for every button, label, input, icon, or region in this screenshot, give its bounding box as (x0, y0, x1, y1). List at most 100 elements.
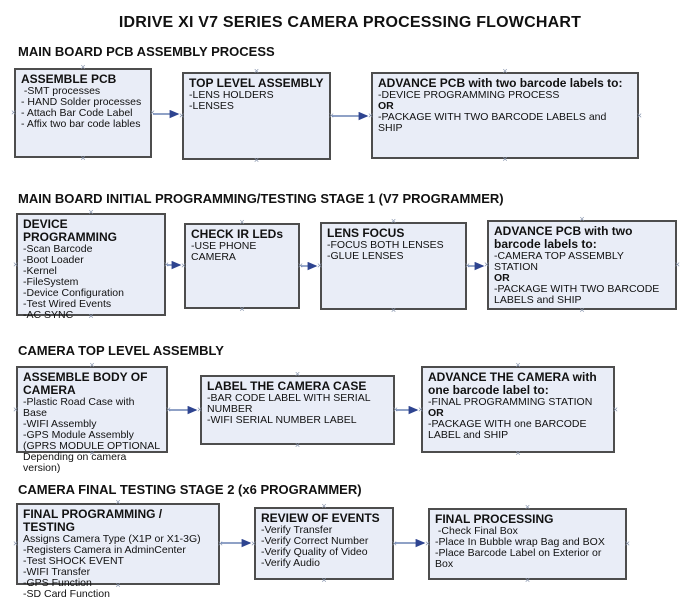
box-items: -BAR CODE LABEL WITH SERIAL NUMBER-WIFI … (207, 393, 388, 426)
flow-box-advance-pcb-1[interactable]: ADVANCE PCB with two barcode labels to: … (368, 67, 642, 164)
box-item-line: -Plastic Road Case with Base (23, 396, 138, 419)
box-item-line: -Verify Quality of Video (261, 546, 368, 558)
flow-box-advance-pcb-2[interactable]: ADVANCE PCB with two barcode labels to: … (484, 215, 680, 315)
section-heading-pcb-assembly: MAIN BOARD PCB ASSEMBLY PROCESS (18, 44, 275, 59)
connector-handle-icon: × (179, 110, 185, 121)
box-item-line: -WIFI SERIAL NUMBER LABEL (207, 414, 357, 426)
box-item-line: -Scan Barcode (23, 243, 93, 255)
connector-handle-icon: × (89, 360, 95, 370)
box-item-line: -Kernel (23, 265, 57, 277)
connector-handle-icon: × (392, 404, 398, 415)
box-title: CHECK IR LEDs (191, 227, 284, 241)
connector-handle-icon: × (88, 207, 94, 217)
connector-handle-icon: × (13, 404, 19, 414)
box-item-line: -WIFI Transfer (23, 566, 91, 578)
connector-handle-icon: × (624, 538, 630, 549)
box-item-line: -GLUE LENSES (327, 250, 404, 262)
flow-box-lens-focus[interactable]: LENS FOCUS -FOCUS BOTH LENSES-GLUE LENSE… (317, 217, 470, 315)
box-items: -FOCUS BOTH LENSES-GLUE LENSES (327, 240, 460, 262)
connector-handle-icon: × (390, 216, 397, 226)
box-item-line: -CAMERA TOP ASSEMBLY STATION (494, 250, 627, 273)
flow-box-label-camera-case[interactable]: LABEL THE CAMERA CASE -BAR CODE LABEL WI… (197, 370, 398, 450)
box-items: -SMT processes- HAND Solder processes- A… (21, 86, 145, 130)
box-item-line: -FINAL PROGRAMMING STATION (428, 396, 593, 408)
connector-handle-icon: × (297, 260, 303, 271)
connector-handle-icon: × (239, 304, 245, 314)
connector-handle-icon: × (163, 259, 169, 269)
box-title: TOP LEVEL ASSEMBLY (189, 76, 324, 90)
box-title: FINAL PROGRAMMING / TESTING (23, 507, 163, 534)
flow-box-advance-camera[interactable]: ADVANCE THE CAMERA with one barcode labe… (418, 361, 618, 458)
connector-handle-icon: × (328, 110, 334, 121)
box-item-line: -Device Configuration (23, 287, 124, 299)
box-item-line: -GPS Module Assembly (23, 429, 134, 441)
flow-box-review-of-events[interactable]: REVIEW OF EVENTS -Verify Transfer-Verify… (251, 502, 397, 585)
flow-box-final-processing[interactable]: FINAL PROCESSING -Check Final Box-Place … (425, 503, 630, 585)
box-item-line: -PACKAGE WITH TWO BARCODE LABELS and SHI… (494, 283, 663, 306)
connector-handle-icon: × (317, 260, 323, 271)
box-item-line: - Attach Bar Code Label (21, 107, 133, 119)
flow-box-assemble-body[interactable]: ASSEMBLE BODY OF CAMERA -Plastic Road Ca… (13, 361, 171, 474)
box-item-line: -Verify Transfer (261, 524, 333, 536)
connector-handle-icon: × (217, 538, 223, 549)
flow-box-assemble-pcb[interactable]: ASSEMBLE PCB -SMT processes- HAND Solder… (11, 63, 155, 163)
flow-box-top-level-assembly[interactable]: TOP LEVEL ASSEMBLY -LENS HOLDERS-LENSES … (179, 67, 334, 165)
connector-handle-icon: × (80, 62, 86, 72)
box-items: -LENS HOLDERS-LENSES (189, 90, 324, 112)
connector-handle-icon: × (524, 575, 531, 585)
box-item-line: -Test Wired Events (23, 298, 112, 310)
box-items: -USE PHONE CAMERA (191, 241, 293, 263)
flow-box-device-programming[interactable]: DEVICE PROGRAMMING -Scan Barcode-Boot Lo… (13, 208, 169, 321)
connector-handle-icon: × (484, 259, 490, 270)
connector-handle-icon: × (149, 107, 155, 118)
box-items: -Scan Barcode-Boot Loader-Kernel-FileSys… (23, 244, 159, 321)
connector-handle-icon: × (253, 66, 260, 76)
box-item-line: -SD Card Function (23, 588, 110, 600)
connector-handle-icon: × (418, 404, 424, 414)
box-item-line: -PACKAGE WITH TWO BARCODE LABELS and SHI… (378, 111, 610, 134)
connector-handle-icon: × (425, 538, 431, 549)
box-title: ADVANCE PCB with two barcode labels to: (494, 224, 633, 251)
connector-handle-icon: × (253, 155, 260, 165)
box-item-line: OR (428, 407, 444, 419)
connector-handle-icon: × (181, 260, 187, 271)
box-title: ASSEMBLE BODY OF CAMERA (23, 370, 148, 397)
connector-handle-icon: × (524, 502, 531, 512)
box-title: ASSEMBLE PCB (21, 72, 117, 86)
box-item-line: -AC SYNC (23, 309, 74, 321)
page-title: IDRIVE XI V7 SERIES CAMERA PROCESSING FL… (118, 14, 582, 31)
box-title: ADVANCE THE CAMERA with one barcode labe… (428, 370, 597, 397)
box-item-line: -SMT processes (21, 85, 101, 97)
box-title: LABEL THE CAMERA CASE (207, 379, 367, 393)
box-title: DEVICE PROGRAMMING (23, 217, 117, 244)
box-item-line: -LENSES (189, 100, 234, 112)
box-item-line: -PACKAGE WITH one BARCODE LABEL and SHIP (428, 418, 590, 441)
connector-handle-icon: × (321, 501, 327, 511)
connector-handle-icon: × (115, 497, 121, 507)
flow-box-final-programming[interactable]: FINAL PROGRAMMING / TESTING Assigns Came… (13, 498, 223, 600)
connector-handle-icon: × (368, 110, 374, 120)
connector-handle-icon: × (197, 404, 203, 415)
connector-handle-icon: × (502, 154, 508, 164)
box-title: REVIEW OF EVENTS (261, 511, 380, 525)
flow-box-check-ir-leds[interactable]: CHECK IR LEDs -USE PHONE CAMERA ×××× (181, 218, 303, 314)
box-item-line: OR (378, 100, 394, 112)
connector-handle-icon: × (515, 448, 521, 458)
box-items: -Verify Transfer-Verify Correct Number-V… (261, 525, 387, 569)
box-item-line: -GPS Function (23, 577, 92, 589)
section-heading-final-testing: CAMERA FINAL TESTING STAGE 2 (x6 PROGRAM… (18, 482, 362, 497)
connector-handle-icon: × (579, 305, 585, 315)
connector-handle-icon: × (674, 259, 680, 270)
box-item-line: -Place In Bubble wrap Bag and BOX (435, 536, 605, 548)
connector-handle-icon: × (294, 369, 301, 379)
box-item-line: -Test SHOCK EVENT (23, 555, 124, 567)
box-item-line: -Verify Audio (261, 557, 320, 569)
box-title: LENS FOCUS (327, 226, 405, 240)
box-item-line: -USE PHONE CAMERA (191, 240, 260, 263)
connector-handle-icon: × (612, 404, 618, 414)
box-item-line: -WIFI Assembly (23, 418, 97, 430)
connector-handle-icon: × (636, 110, 642, 120)
